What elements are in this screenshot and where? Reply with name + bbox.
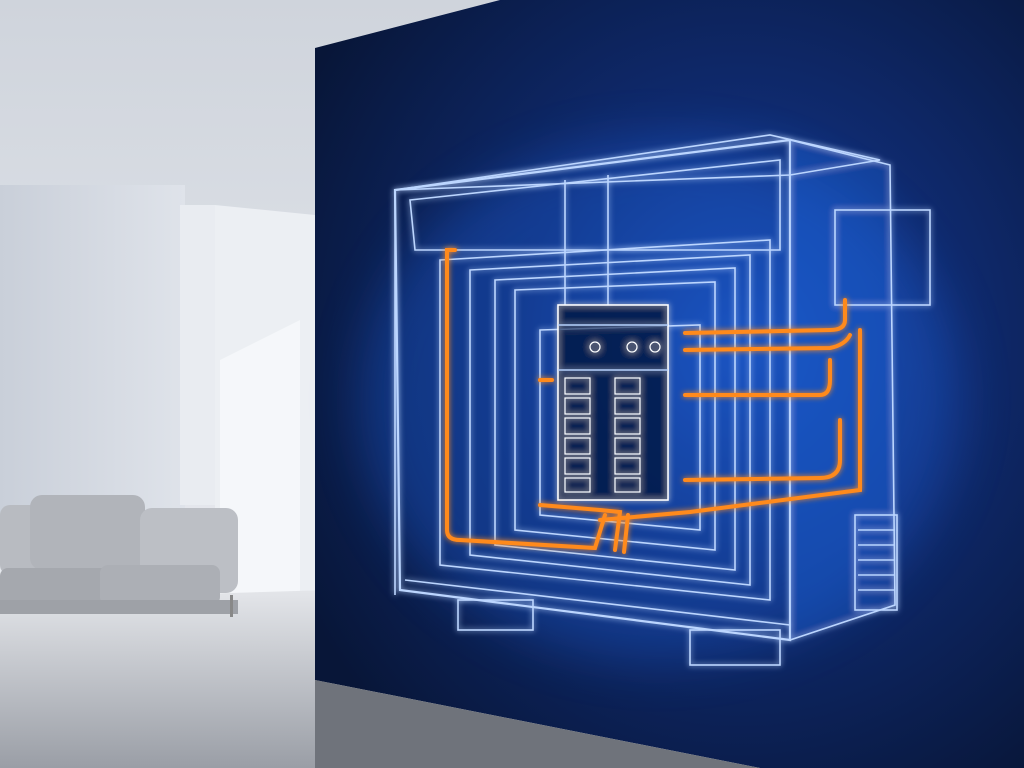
hvac-wireframe	[393, 134, 931, 666]
navy-wall	[315, 0, 1024, 768]
sofa	[0, 495, 238, 617]
orange-wiring	[445, 248, 862, 554]
